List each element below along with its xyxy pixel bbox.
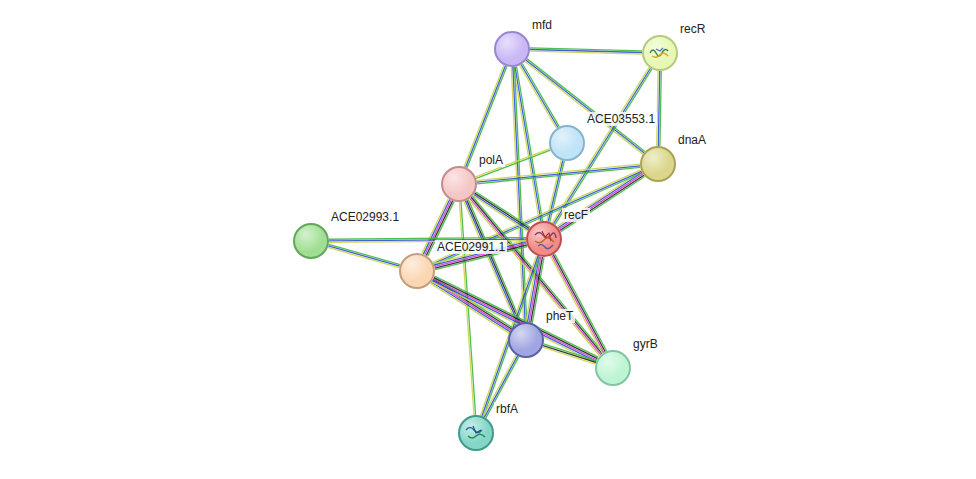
node-label: ACE02993.1: [329, 210, 401, 224]
interaction-edge: [432, 276, 599, 363]
node-label: gyrB: [631, 337, 660, 351]
protein-node: gyrB: [595, 350, 631, 386]
node-label: dnaA: [676, 133, 708, 147]
protein-node: mfd: [494, 31, 530, 67]
protein-node: rbfA: [458, 415, 494, 451]
interaction-edge: [657, 71, 662, 146]
interaction-edge: [530, 48, 642, 54]
node-label: polA: [477, 153, 505, 167]
protein-node: dnaA: [640, 146, 676, 182]
protein-node: ACE02993.1: [293, 223, 329, 259]
node-label: recR: [678, 22, 707, 36]
node-label: ACE03553.1: [585, 112, 657, 126]
protein-node: recF: [526, 221, 562, 257]
protein-node: pheT: [508, 322, 544, 358]
interaction-edge: [434, 240, 528, 269]
interaction-edge: [328, 244, 400, 267]
protein-node: recR: [642, 35, 678, 71]
protein-node: ACE02991.1: [399, 253, 435, 289]
node-label: pheT: [544, 309, 575, 323]
node-label: mfd: [530, 18, 554, 32]
protein-node: polA: [441, 166, 477, 202]
node-label: rbfA: [494, 402, 520, 416]
node-label: ACE02991.1: [435, 240, 507, 254]
node-label: recF: [562, 208, 590, 222]
interaction-edge: [543, 344, 597, 364]
interaction-edge: [511, 67, 526, 322]
interaction-edge: [464, 65, 507, 168]
protein-node: ACE03553.1: [549, 125, 585, 161]
